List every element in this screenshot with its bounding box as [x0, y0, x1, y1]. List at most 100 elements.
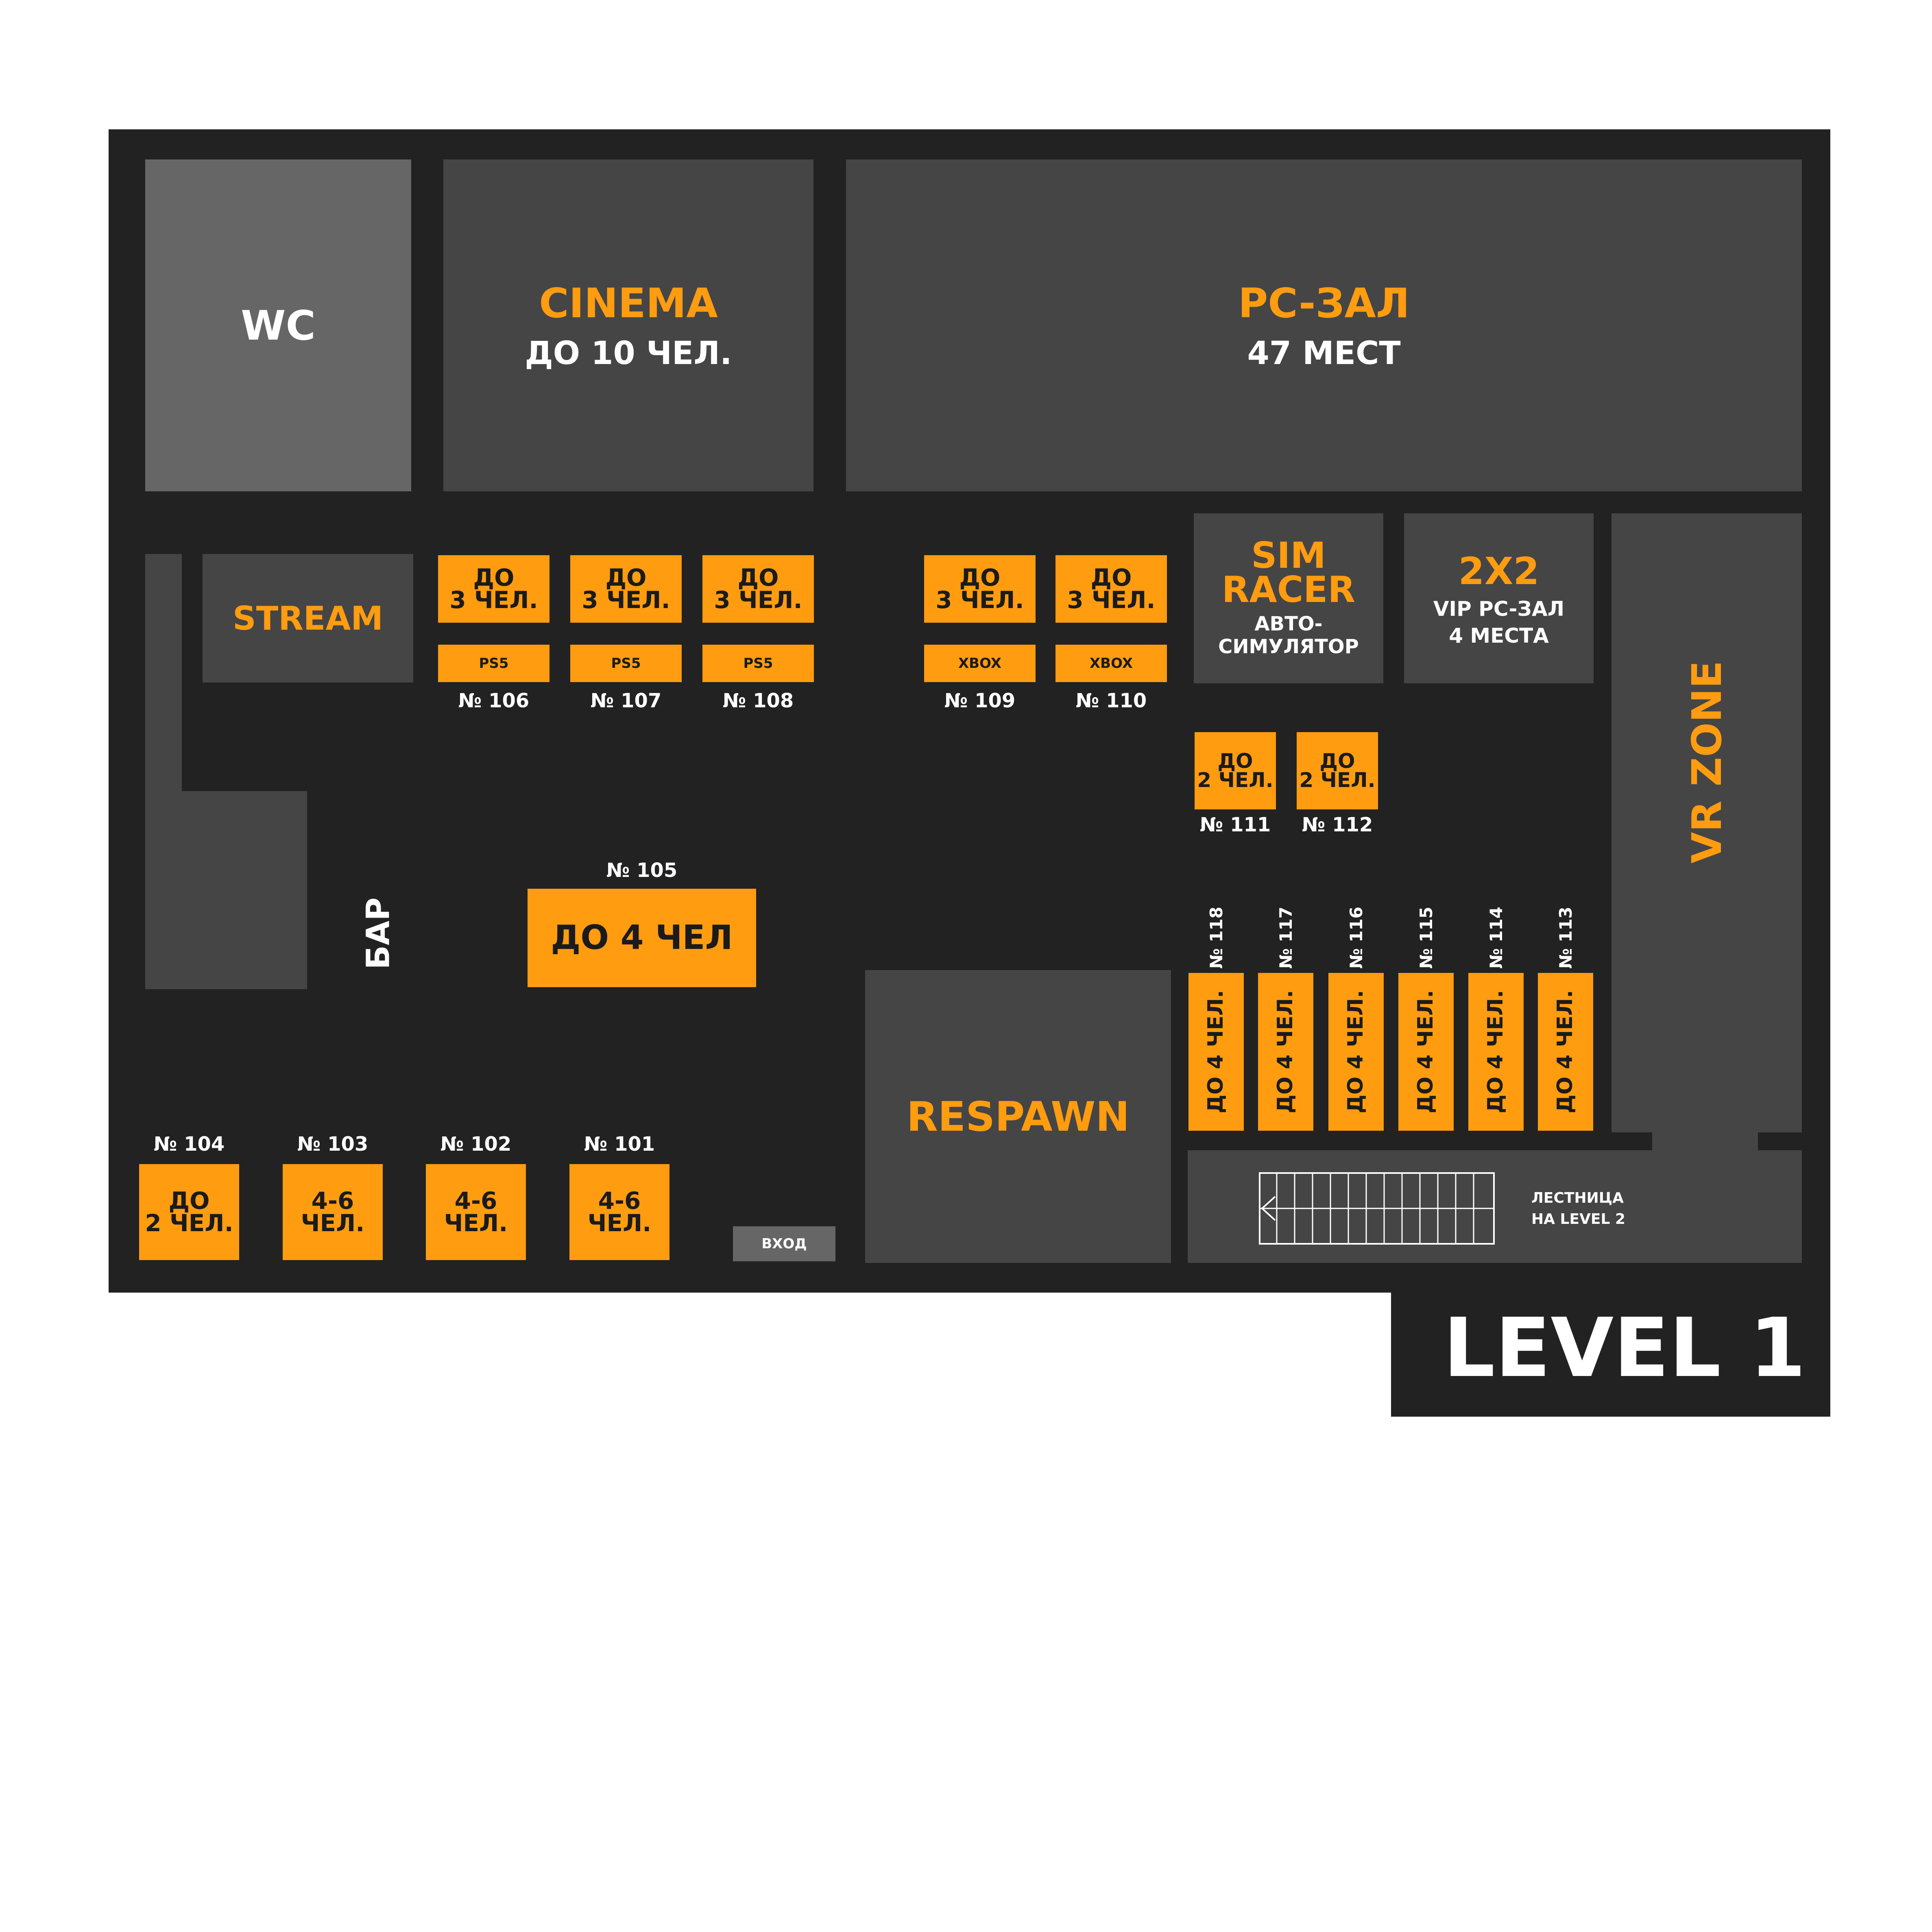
booth-106[interactable]: ДО 3 ЧЕЛ. — [438, 555, 550, 623]
booth-110-number: № 110 — [1075, 689, 1147, 712]
vip-name: 2X2 — [1458, 549, 1539, 593]
booth-108[interactable]: ДО 3 ЧЕЛ. — [702, 555, 814, 623]
room-pc-hall-name: PC-ЗАЛ — [1238, 279, 1410, 327]
stairs-label-2: НА LEVEL 2 — [1531, 1211, 1626, 1228]
room-cinema-capacity: ДО 10 ЧЕЛ. — [525, 335, 732, 372]
table-101[interactable]: 4-6 ЧЕЛ. — [569, 1164, 669, 1260]
table-103-cap2: ЧЕЛ. — [301, 1209, 365, 1237]
room-sim-racer[interactable]: SIM RACER АВТО- СИМУЛЯТОР — [1194, 513, 1383, 683]
table-104-cap2: 2 ЧЕЛ. — [145, 1209, 233, 1237]
booth-109-number: № 109 — [944, 689, 1016, 712]
room-vr-zone[interactable]: VR ZONE — [1611, 513, 1802, 1132]
booth-112-cap2: 2 ЧЕЛ. — [1299, 768, 1376, 792]
booth-110-cap2: 3 ЧЕЛ. — [1067, 586, 1156, 614]
seat-118-number: № 118 — [1206, 906, 1226, 969]
console-108: PS5 — [702, 645, 814, 682]
booth-109-cap1: ДО — [959, 563, 1001, 591]
sim-racer-name-1: SIM — [1251, 534, 1326, 577]
table-101-number: № 101 — [584, 1133, 655, 1156]
level-tab — [1391, 1281, 1830, 1417]
booth-112-cap1: ДО — [1319, 749, 1355, 773]
seat-114-number: № 114 — [1486, 906, 1506, 969]
room-stream[interactable]: STREAM — [203, 554, 413, 683]
booth-107-cap2: 3 ЧЕЛ. — [582, 586, 670, 614]
table-104-cap1: ДО — [168, 1186, 210, 1215]
room-cinema-name: CINEMA — [539, 279, 718, 327]
table-104[interactable]: ДО 2 ЧЕЛ. — [139, 1164, 239, 1260]
booth-112-number: № 112 — [1302, 813, 1373, 836]
table-102-number: № 102 — [440, 1133, 512, 1156]
room-pc-hall-capacity: 47 МЕСТ — [1247, 335, 1401, 372]
table-105[interactable]: ДО 4 ЧЕЛ — [528, 889, 756, 987]
booth-108-cap2: 3 ЧЕЛ. — [714, 586, 802, 614]
seat-115-number: № 115 — [1416, 906, 1436, 969]
booth-107-cap1: ДО — [605, 563, 647, 591]
booth-112[interactable]: ДО 2 ЧЕЛ. — [1297, 732, 1378, 809]
sim-racer-desc-2: СИМУЛЯТОР — [1218, 635, 1359, 658]
booth-106-cap2: 3 ЧЕЛ. — [449, 586, 538, 614]
table-102-cap1: 4-6 — [454, 1186, 497, 1215]
seat-118-capacity: ДО 4 ЧЕЛ. — [1204, 990, 1228, 1114]
table-103-cap1: 4-6 — [311, 1186, 354, 1215]
room-stream-label: STREAM — [233, 599, 383, 637]
vip-desc-1: VIP PC-ЗАЛ — [1433, 597, 1565, 621]
table-102-cap2: ЧЕЛ. — [444, 1209, 508, 1237]
seat-113[interactable]: ДО 4 ЧЕЛ. — [1538, 973, 1593, 1131]
seat-117-capacity: ДО 4 ЧЕЛ. — [1273, 990, 1298, 1114]
room-wc-label: WC — [241, 301, 316, 349]
booth-111[interactable]: ДО 2 ЧЕЛ. — [1195, 732, 1276, 809]
vip-desc-2: 4 МЕСТА — [1449, 624, 1549, 648]
booth-107-number: № 107 — [590, 689, 662, 712]
room-respawn[interactable]: RESPAWN — [865, 970, 1171, 1263]
booth-109[interactable]: ДО 3 ЧЕЛ. — [924, 555, 1036, 623]
entrance-label: ВХОД — [761, 1236, 807, 1252]
seat-116[interactable]: ДО 4 ЧЕЛ. — [1328, 973, 1384, 1131]
entrance[interactable]: ВХОД — [733, 1226, 835, 1261]
console-106: PS5 — [438, 645, 550, 682]
table-105-capacity: ДО 4 ЧЕЛ — [551, 918, 733, 957]
console-107: PS5 — [570, 645, 682, 682]
seat-115[interactable]: ДО 4 ЧЕЛ. — [1398, 973, 1454, 1131]
seat-117[interactable]: ДО 4 ЧЕЛ. — [1258, 973, 1313, 1131]
booth-110-cap1: ДО — [1090, 563, 1132, 591]
sim-racer-desc-1: АВТО- — [1254, 612, 1323, 635]
room-respawn-label: RESPAWN — [906, 1092, 1130, 1140]
booth-106-cap1: ДО — [473, 563, 515, 591]
console-110: XBOX — [1055, 645, 1167, 682]
table-102[interactable]: 4-6 ЧЕЛ. — [426, 1164, 526, 1260]
booth-111-cap2: 2 ЧЕЛ. — [1197, 768, 1273, 792]
booth-109-cap2: 3 ЧЕЛ. — [935, 586, 1024, 614]
stairs-icon — [1259, 1172, 1495, 1245]
table-101-cap2: ЧЕЛ. — [587, 1209, 652, 1237]
seat-115-capacity: ДО 4 ЧЕЛ. — [1413, 990, 1438, 1114]
booth-111-cap1: ДО — [1217, 749, 1253, 773]
room-pc-hall[interactable]: PC-ЗАЛ 47 МЕСТ — [846, 159, 1802, 491]
room-vip-2x2[interactable]: 2X2 VIP PC-ЗАЛ 4 МЕСТА — [1404, 513, 1594, 683]
console-109: XBOX — [924, 645, 1036, 682]
seat-118[interactable]: ДО 4 ЧЕЛ. — [1188, 973, 1244, 1131]
seat-114[interactable]: ДО 4 ЧЕЛ. — [1468, 973, 1524, 1131]
sim-racer-name-2: RACER — [1221, 569, 1356, 611]
booth-106-number: № 106 — [458, 689, 530, 712]
table-103-number: № 103 — [297, 1133, 369, 1156]
table-105-number: № 105 — [606, 859, 678, 882]
booth-110[interactable]: ДО 3 ЧЕЛ. — [1055, 555, 1167, 623]
table-101-cap1: 4-6 — [598, 1186, 641, 1215]
vr-zone-label: VR ZONE — [1683, 660, 1731, 864]
room-cinema[interactable]: CINEMA ДО 10 ЧЕЛ. — [443, 159, 813, 491]
table-104-number: № 104 — [153, 1133, 225, 1156]
booth-107[interactable]: ДО 3 ЧЕЛ. — [570, 555, 682, 623]
level-title: LEVEL 1 — [1443, 1301, 1806, 1396]
seat-116-capacity: ДО 4 ЧЕЛ. — [1343, 990, 1368, 1114]
bar-label: БАР — [360, 897, 397, 970]
seat-116-number: № 116 — [1346, 906, 1366, 969]
room-wc[interactable]: WC — [145, 159, 411, 491]
booth-108-cap1: ДО — [737, 563, 779, 591]
vr-zone-exit — [1652, 1129, 1758, 1153]
booth-108-number: № 108 — [722, 689, 794, 712]
seat-113-number: № 113 — [1555, 906, 1576, 969]
seat-117-number: № 117 — [1276, 906, 1296, 969]
table-103[interactable]: 4-6 ЧЕЛ. — [283, 1164, 383, 1260]
bar-counter-base — [145, 791, 307, 989]
seat-113-capacity: ДО 4 ЧЕЛ. — [1553, 990, 1578, 1114]
